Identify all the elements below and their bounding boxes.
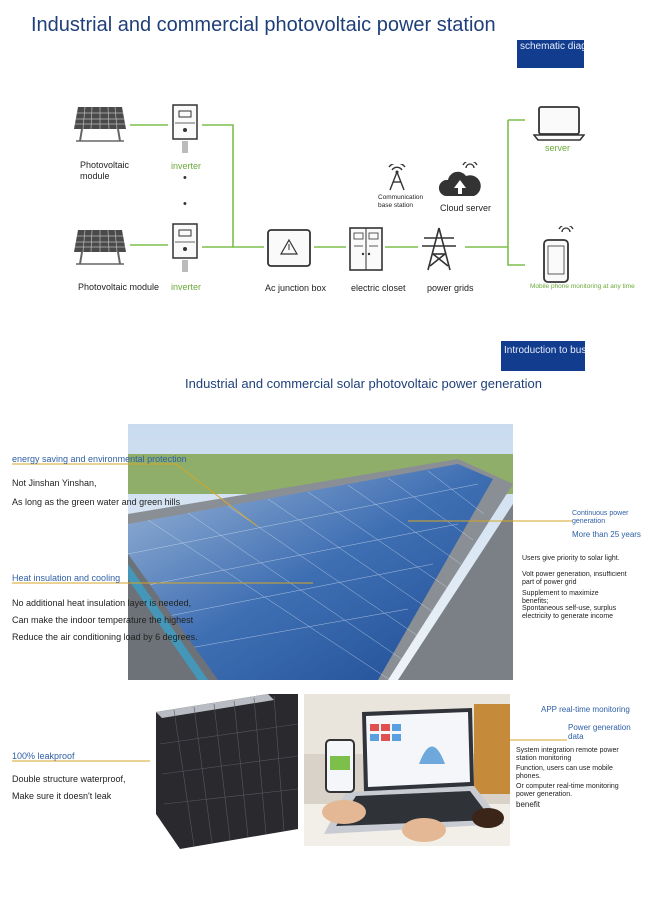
electric-closet-label: electric closet	[351, 283, 406, 293]
mobile-phone-icon	[543, 226, 574, 283]
inverter-icon	[172, 104, 198, 153]
heat-line: No additional heat insulation layer is n…	[12, 598, 192, 608]
introduction-tag: Introduction to business	[501, 341, 585, 371]
system-line: Function, users can use mobile phones.	[516, 765, 613, 780]
antenna-icon	[388, 164, 406, 191]
continuous-years: More than 25 years	[572, 530, 641, 539]
benefit-line: Volt power generation, insufficient part…	[522, 571, 627, 586]
section-subtitle: Industrial and commercial solar photovol…	[185, 376, 542, 391]
cloud-server-label: Cloud server	[440, 203, 492, 213]
heat-line: Can make the indoor temperature the high…	[12, 615, 194, 625]
benefit-line: Spontaneous self-use, surplus electricit…	[522, 605, 617, 620]
system-line: Or computer real-time monitoring power g…	[516, 783, 619, 798]
inverter-label: inverter	[171, 282, 202, 292]
power-tower-icon	[422, 227, 456, 271]
benefit-line: Supplement to maximize benefits;	[522, 590, 599, 605]
solar-panel-photo	[150, 694, 298, 849]
schematic-diagram-tag: schematic diagram	[517, 40, 584, 68]
ellipsis-dots: ••	[183, 172, 187, 210]
app-monitoring-title: APP real-time monitoring	[541, 705, 630, 714]
inverter-label: inverter	[171, 161, 202, 171]
cloud-icon	[438, 162, 481, 196]
comm-base-station-label: Communication base station	[378, 194, 424, 209]
connection-lines	[130, 119, 525, 266]
electric-closet-icon	[349, 227, 383, 271]
continuous-power-title: Continuous power generation	[572, 510, 629, 525]
leakproof-line: Double structure waterproof,	[12, 774, 126, 784]
junction-box-icon	[267, 229, 311, 267]
solar-roof-image	[128, 424, 513, 680]
ac-junction-box-label: Ac junction box	[265, 283, 327, 293]
system-line: System integration remote power station …	[516, 747, 619, 762]
monitoring-photo	[304, 694, 510, 846]
energy-saving-title: energy saving and environmental protecti…	[12, 454, 187, 464]
solar-panel-icon	[74, 229, 126, 265]
heat-insulation-title: Heat insulation and cooling	[12, 573, 121, 583]
pv-module-label: Photovoltaic module	[78, 282, 160, 292]
energy-line: Not Jinshan Yinshan,	[12, 478, 97, 488]
heat-line: Reduce the air conditioning load by 6 de…	[12, 632, 198, 642]
laptop-icon	[533, 106, 585, 141]
leakproof-title: 100% leakproof	[12, 751, 75, 761]
pv-module-label: Photovoltaic module	[80, 160, 130, 181]
power-grids-label: power grids	[427, 283, 474, 293]
leakproof-line: Make sure it doesn't leak	[12, 791, 112, 801]
benefit-line: Users give priority to solar light.	[522, 555, 620, 562]
mobile-monitoring-label: Mobile phone monitoring at any time	[530, 283, 635, 290]
energy-line: As long as the green water and green hil…	[12, 497, 181, 507]
inverter-icon	[172, 223, 198, 272]
system-line: benefit	[516, 800, 541, 809]
page-title: Industrial and commercial photovoltaic p…	[31, 14, 496, 36]
power-data-title: Power generation data	[568, 723, 631, 741]
solar-panel-icon	[74, 106, 126, 142]
server-label: server	[545, 143, 571, 153]
